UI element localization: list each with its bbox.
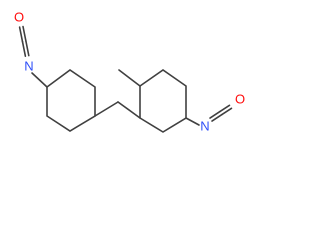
- bond-n-c-right-b: [211, 113, 223, 122]
- bond-c-n-left-b: [21, 40, 27, 58]
- left-isocyanate-group: [18, 25, 48, 88]
- bond-ring-n-right: [185, 117, 200, 126]
- atom-label-right-n: N: [200, 119, 209, 134]
- bond-o-c-left-b: [18, 26, 24, 43]
- bond-c-n-left-a: [25, 40, 30, 57]
- left-cyclohexane-ring: [46, 69, 96, 132]
- methyl-bond: [118, 69, 141, 87]
- right-ring-bonds: [139, 69, 187, 133]
- left-ring-bonds: [46, 69, 96, 132]
- methylene-bridge: [94, 101, 141, 119]
- right-isocyanate-group: [185, 104, 233, 126]
- bond-ring-ch2: [94, 101, 119, 117]
- bond-o-c-left-a: [22, 25, 27, 42]
- right-cyclohexane-ring: [118, 69, 187, 133]
- bond-n-ring-left: [31, 72, 48, 88]
- atom-label-right-o: O: [235, 92, 245, 107]
- atom-label-left-n: N: [24, 59, 33, 74]
- bond-c-o-right-a: [218, 104, 231, 113]
- atom-label-left-o: O: [14, 10, 24, 25]
- bond-ch2-ring: [117, 101, 141, 119]
- chemical-structure: O N N O: [14, 10, 245, 134]
- bond-c-o-right-b: [220, 107, 233, 116]
- bond-n-c-right-a: [209, 110, 221, 119]
